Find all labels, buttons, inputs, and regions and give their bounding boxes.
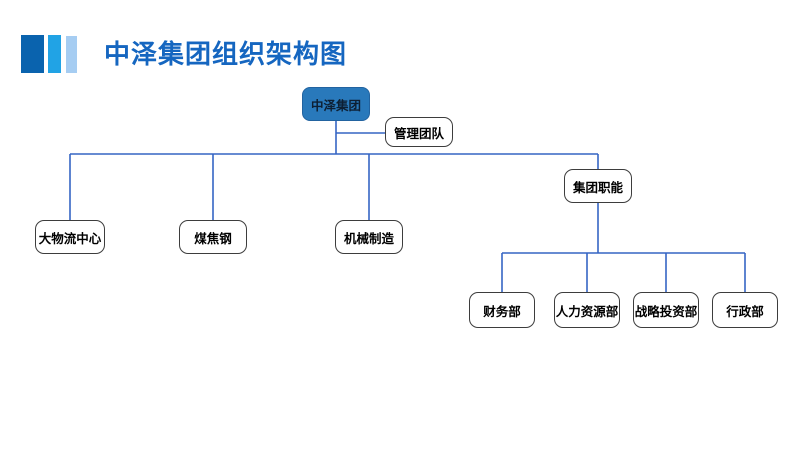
org-node-strategic-investment-dept: 战略投资部 (633, 292, 699, 328)
org-node-root: 中泽集团 (302, 87, 370, 121)
accent-bar-medium (48, 35, 61, 73)
org-node-group-functions: 集团职能 (564, 169, 632, 203)
org-node-logistics-center: 大物流中心 (35, 220, 105, 254)
org-node-admin-dept: 行政部 (712, 292, 778, 328)
org-node-hr-dept: 人力资源部 (554, 292, 620, 328)
org-node-machinery-manufacturing: 机械制造 (335, 220, 403, 254)
org-node-management-team: 管理团队 (385, 117, 453, 147)
slide-header: 中泽集团组织架构图 (21, 35, 347, 73)
title-accent-bars (21, 35, 77, 73)
page-title: 中泽集团组织架构图 (104, 39, 348, 69)
accent-bar-light (66, 36, 77, 73)
org-node-coal-coke-steel: 煤焦钢 (179, 220, 247, 254)
accent-bar-dark (21, 35, 44, 73)
org-node-finance-dept: 财务部 (469, 292, 535, 328)
